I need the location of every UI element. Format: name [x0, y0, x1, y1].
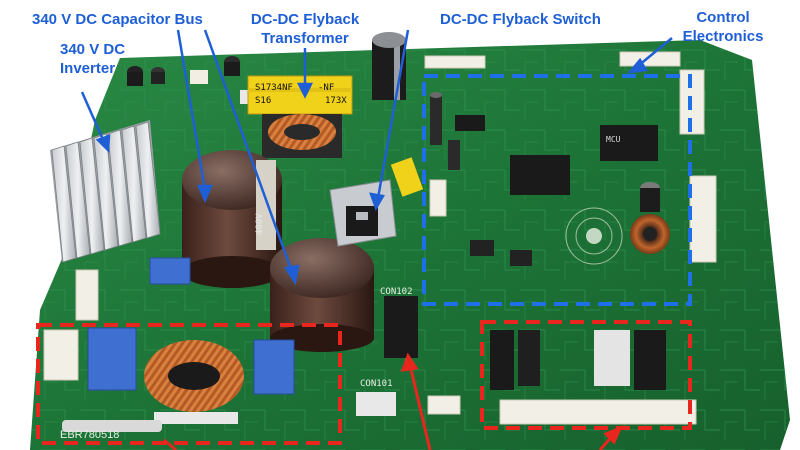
flyback-transformer-label-line2: Transformer [261, 30, 349, 47]
inverter-label-line2: Inverter [60, 60, 116, 77]
con102-silkscreen: CON102 [380, 287, 413, 297]
control-electronics-label-line1: Control [696, 9, 750, 26]
emi-filter-highlight [36, 323, 342, 445]
flyback-transformer-label: DC-DC Flyback Transformer [250, 10, 360, 48]
capacitor-bus-label: 340 V DC Capacitor Bus [32, 11, 203, 28]
control-electronics-label: Control Electronics [672, 8, 774, 46]
control-electronics-label-line2: Electronics [682, 28, 764, 45]
part-number-silkscreen: EBR780518 [60, 429, 119, 441]
inverter-label-line1: 340 V DC [60, 41, 126, 58]
relay-highlight [480, 320, 692, 430]
inverter-label: 340 V DC Inverter [60, 40, 125, 78]
svg-text:MCU: MCU [606, 135, 621, 144]
svg-text:400V: 400V [255, 213, 265, 235]
transformer-marking-1: S1734NF [255, 83, 293, 93]
bulk-capacitor-1: 400V [182, 150, 282, 288]
con101-silkscreen: CON101 [360, 379, 393, 389]
control-electronics-highlight [422, 74, 692, 306]
transformer-marking-2: S16 [255, 96, 271, 106]
transformer-marking-4: 173X [325, 96, 347, 106]
flyback-transformer-label-line1: DC-DC Flyback [250, 11, 360, 28]
heatsink [50, 120, 161, 263]
transformer-marking-3: -NF [318, 83, 334, 93]
flyback-switch-label: DC-DC Flyback Switch [440, 11, 601, 28]
